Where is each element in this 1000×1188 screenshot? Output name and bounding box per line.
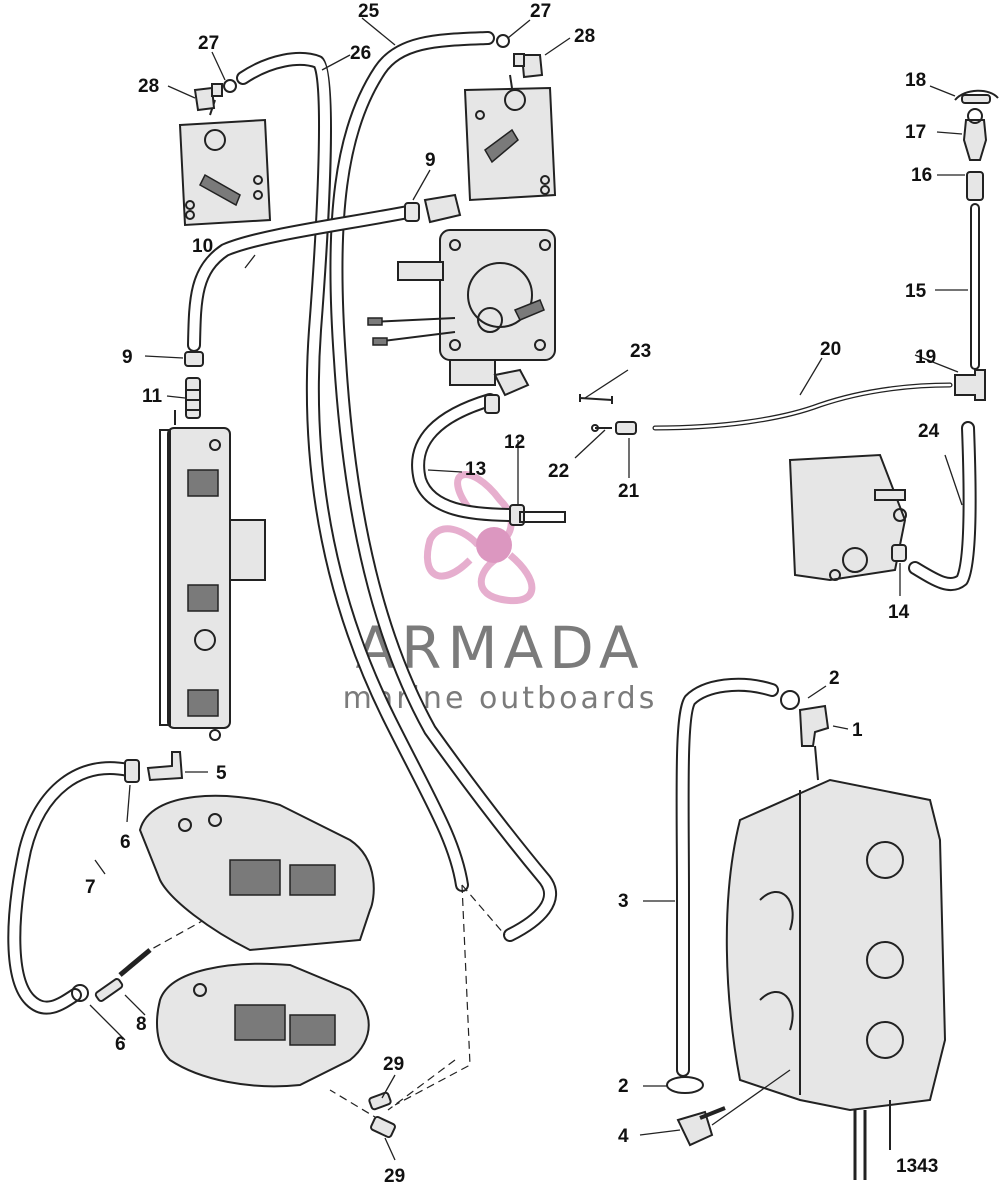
callout-10: 10 bbox=[192, 236, 213, 257]
leader-lines bbox=[89, 17, 968, 1161]
fitting-12 bbox=[484, 394, 566, 526]
callout-8: 8 bbox=[136, 1014, 147, 1035]
intake-manifold-lower bbox=[156, 962, 370, 1088]
tee-fitting-19 bbox=[954, 369, 986, 401]
fitting-16 bbox=[966, 171, 984, 201]
callout-23: 23 bbox=[630, 341, 651, 362]
callout-2-upper: 2 bbox=[829, 668, 840, 689]
callout-7: 7 bbox=[85, 877, 96, 898]
clamp-27-right bbox=[496, 34, 510, 48]
callout-15: 15 bbox=[905, 281, 927, 302]
callout-21: 21 bbox=[618, 481, 640, 502]
fitting-29-lower bbox=[370, 1115, 396, 1139]
callout-24: 24 bbox=[918, 421, 940, 442]
clamp-6-lower bbox=[71, 984, 89, 1002]
callout-14: 14 bbox=[888, 602, 910, 623]
powerhead-block bbox=[725, 778, 947, 1180]
hose-3 bbox=[675, 677, 779, 1077]
callout-25: 25 bbox=[358, 1, 380, 22]
callout-9-upper: 9 bbox=[425, 150, 436, 171]
callout-5: 5 bbox=[216, 763, 227, 784]
hose-25 bbox=[329, 31, 557, 942]
fuel-pump-assembly bbox=[367, 229, 556, 386]
callout-26: 26 bbox=[350, 43, 371, 64]
clamp-2-upper bbox=[780, 690, 800, 710]
propeller-logo-icon bbox=[423, 471, 536, 605]
fitting-29-upper bbox=[368, 1091, 392, 1111]
fuel-rail-assembly bbox=[159, 410, 266, 741]
watermark-tagline: marine outboards bbox=[343, 681, 658, 716]
powerhead-bracket bbox=[788, 453, 907, 582]
callouts: 1 2 2 3 4 5 6 6 7 8 9 9 10 11 12 13 14 1… bbox=[85, 1, 940, 1187]
figure-id: 1343 bbox=[896, 1156, 938, 1177]
callout-6-upper: 6 bbox=[120, 832, 131, 853]
callout-1: 1 bbox=[852, 720, 863, 741]
bracket-18 bbox=[954, 89, 999, 104]
fitting-14 bbox=[891, 544, 907, 562]
callout-11: 11 bbox=[142, 386, 163, 407]
callout-17: 17 bbox=[905, 122, 926, 143]
callout-27-right: 27 bbox=[530, 1, 551, 22]
callout-20: 20 bbox=[820, 339, 841, 360]
callout-12: 12 bbox=[504, 432, 525, 453]
check-valve-8 bbox=[94, 948, 152, 1002]
callout-22: 22 bbox=[548, 461, 569, 482]
fitting-9-upper bbox=[404, 193, 462, 224]
hose-13 bbox=[411, 393, 522, 522]
fitting-6-upper bbox=[124, 759, 140, 783]
callout-4: 4 bbox=[618, 1126, 629, 1147]
hose-24 bbox=[908, 421, 977, 592]
elbow-4 bbox=[639, 1069, 791, 1147]
hose-7 bbox=[7, 761, 135, 1015]
mount-plate-right bbox=[463, 74, 557, 202]
filter-17 bbox=[962, 108, 988, 161]
callout-28-left: 28 bbox=[138, 76, 159, 97]
connector-21 bbox=[615, 421, 637, 435]
clamp-27-left bbox=[223, 79, 237, 93]
pin-22 bbox=[591, 424, 612, 432]
callout-13: 13 bbox=[465, 459, 486, 480]
line-20 bbox=[652, 382, 953, 431]
fitting-11 bbox=[185, 377, 201, 419]
callout-2-lower: 2 bbox=[618, 1076, 629, 1097]
fitting-9-lower bbox=[184, 351, 204, 367]
elbow-fitting-carb bbox=[493, 368, 530, 397]
elbow-1 bbox=[798, 704, 830, 781]
part-23 bbox=[579, 394, 613, 404]
intake-manifold-upper bbox=[138, 794, 375, 952]
callout-29-upper: 29 bbox=[383, 1054, 404, 1075]
elbow-28-right bbox=[513, 53, 544, 79]
callout-6-lower: 6 bbox=[115, 1034, 126, 1055]
elbow-5 bbox=[146, 751, 184, 782]
hose-26 bbox=[236, 51, 469, 892]
mount-plate-left bbox=[178, 99, 272, 227]
callout-28-right: 28 bbox=[574, 26, 595, 47]
callout-9-lower: 9 bbox=[122, 347, 133, 368]
clamp-2-lower bbox=[666, 1076, 704, 1094]
hose-10 bbox=[187, 205, 415, 352]
callout-16: 16 bbox=[911, 165, 932, 186]
callout-3: 3 bbox=[618, 891, 629, 912]
callout-18: 18 bbox=[905, 70, 926, 91]
callout-19: 19 bbox=[915, 347, 936, 368]
callout-27-left: 27 bbox=[198, 33, 219, 54]
elbow-28-left bbox=[193, 83, 223, 112]
callout-29-lower: 29 bbox=[384, 1166, 405, 1187]
